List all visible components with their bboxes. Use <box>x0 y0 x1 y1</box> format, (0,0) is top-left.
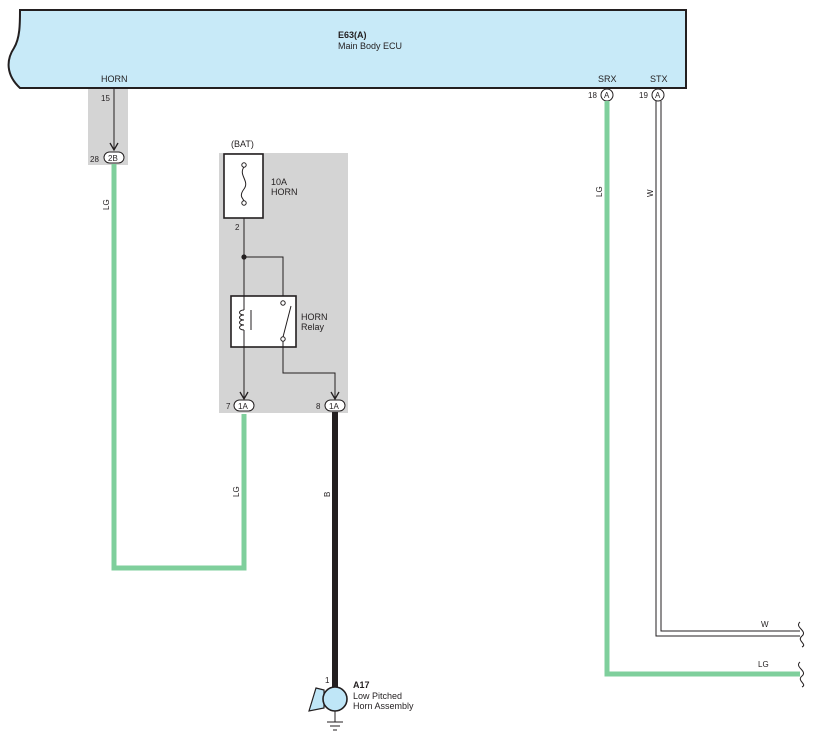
pin7-arrow <box>239 391 249 401</box>
wire-lg-left <box>111 164 247 571</box>
pin8-badge <box>324 399 346 412</box>
ecu-box <box>7 9 687 89</box>
relay-label-line1: HORN <box>301 312 328 322</box>
junction-2b-badge <box>103 151 125 164</box>
junction-2b-pin-no: 28 <box>90 155 99 164</box>
horn-name-line1: Low Pitched <box>353 691 402 701</box>
relay-switch-contact-top <box>280 300 286 306</box>
wire-lg-right <box>604 101 800 677</box>
pin7-conn: 1A <box>238 402 248 411</box>
pin8-arrow <box>330 391 340 401</box>
wire-lg-exit-label: LG <box>758 660 769 669</box>
horn-code: A17 <box>353 680 370 690</box>
fuse-element <box>240 166 247 202</box>
wire-w-right-outer <box>655 101 800 637</box>
fuse-rating: 10A <box>271 177 287 187</box>
ecu-srx-conn: A <box>604 91 610 100</box>
relay-box <box>230 295 297 348</box>
pin7-no: 7 <box>226 402 231 411</box>
horn-body <box>322 686 348 712</box>
ecu-stx-conn: A <box>655 91 661 100</box>
horn-icon <box>308 687 325 712</box>
fuse-name: HORN <box>271 187 298 197</box>
ecu-stx-label: STX <box>650 74 668 84</box>
wire-break-lg-icon <box>798 661 805 688</box>
horn-name-line2: Horn Assembly <box>353 701 414 711</box>
node-to-switch-wire <box>244 256 284 300</box>
relay-switch-contact-bottom <box>280 336 286 342</box>
horn-signal-arrow <box>109 142 119 152</box>
ecu-horn-pin-label: HORN <box>101 74 128 84</box>
bat-label: (BAT) <box>231 139 254 149</box>
relay-label-line2: Relay <box>301 322 325 332</box>
wire-lg-left-top-label: LG <box>102 199 111 210</box>
switch-to-pin8-wire <box>282 341 336 399</box>
wire-lg-left-bottom-label: LG <box>232 486 241 497</box>
horn-pin-no: 1 <box>325 676 330 685</box>
pin7-badge <box>233 399 255 412</box>
fuse-pin: 2 <box>235 223 240 232</box>
fuse-terminal-top <box>241 162 247 168</box>
ecu-stx-conn-badge <box>651 88 665 102</box>
wire-lg-right-label: LG <box>595 186 604 197</box>
relay-switch-blade <box>282 305 292 338</box>
ecu-stx-pin-no: 19 <box>639 91 648 100</box>
ecu-horn-pin-no: 15 <box>101 94 110 103</box>
pin8-conn: 1A <box>329 402 339 411</box>
ecu-code: E63(A) <box>338 30 367 40</box>
ecu-srx-label: SRX <box>598 74 617 84</box>
wire-break-w-icon <box>798 621 805 648</box>
wire-w-exit-label: W <box>761 620 769 629</box>
fuse-terminal-bottom <box>241 200 247 206</box>
ecu-srx-pin-no: 18 <box>588 91 597 100</box>
pin8-no: 8 <box>316 402 321 411</box>
wire-w-right-inner <box>660 101 800 632</box>
wire-b-label: B <box>323 492 332 497</box>
junction-2b-conn: 2B <box>108 154 118 163</box>
relay-coil-icon <box>239 309 245 331</box>
ecu-name: Main Body ECU <box>338 41 402 51</box>
wire-w-right-label: W <box>646 189 655 197</box>
